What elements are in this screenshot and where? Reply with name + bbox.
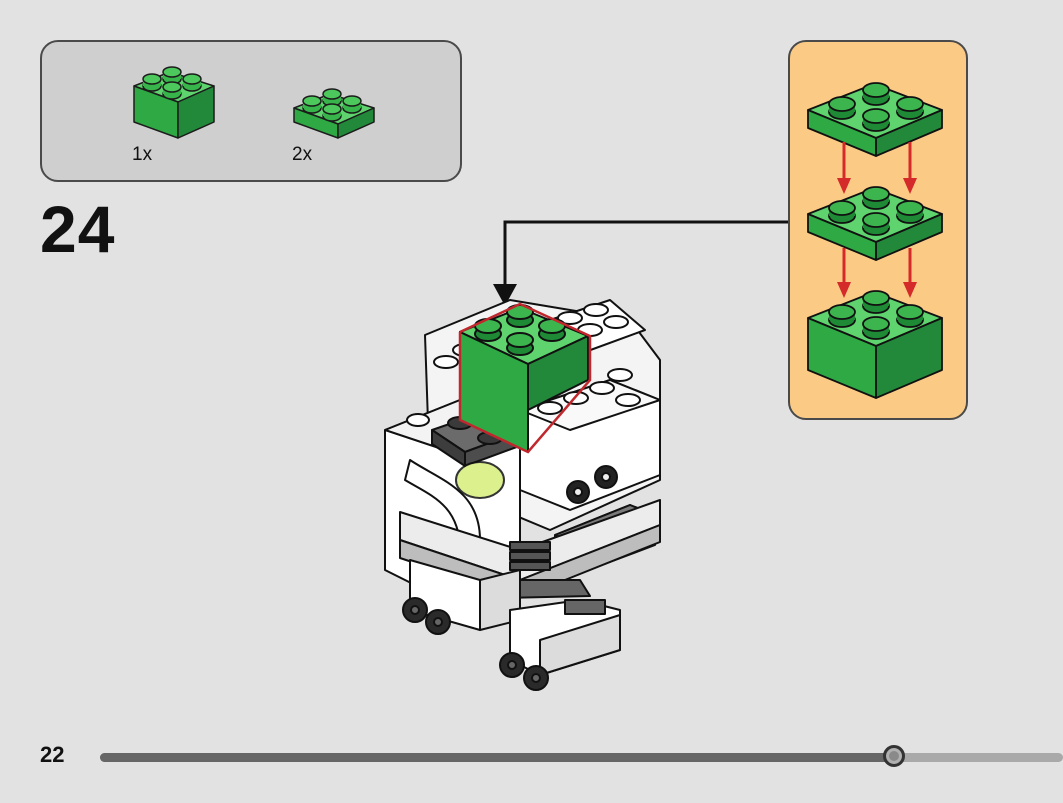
page-number: 22 xyxy=(40,742,65,767)
new-part-highlight xyxy=(458,302,592,454)
step-number: 24 xyxy=(40,192,116,266)
parts-list-panel: 1x 2x xyxy=(40,40,462,182)
progress-fill xyxy=(100,753,894,762)
progress-bar[interactable] xyxy=(100,745,1063,767)
sub-assembly-diagram xyxy=(807,82,943,399)
part-quantity: 2x xyxy=(292,144,313,165)
green-brick-2x2-icon xyxy=(133,66,215,139)
sub-assembly-panel xyxy=(788,40,968,420)
brickheadz-robot-model-icon xyxy=(384,299,661,691)
green-plate-2x2-icon xyxy=(293,88,375,139)
progress-knob[interactable] xyxy=(883,745,905,767)
part-quantity: 1x xyxy=(132,144,153,165)
